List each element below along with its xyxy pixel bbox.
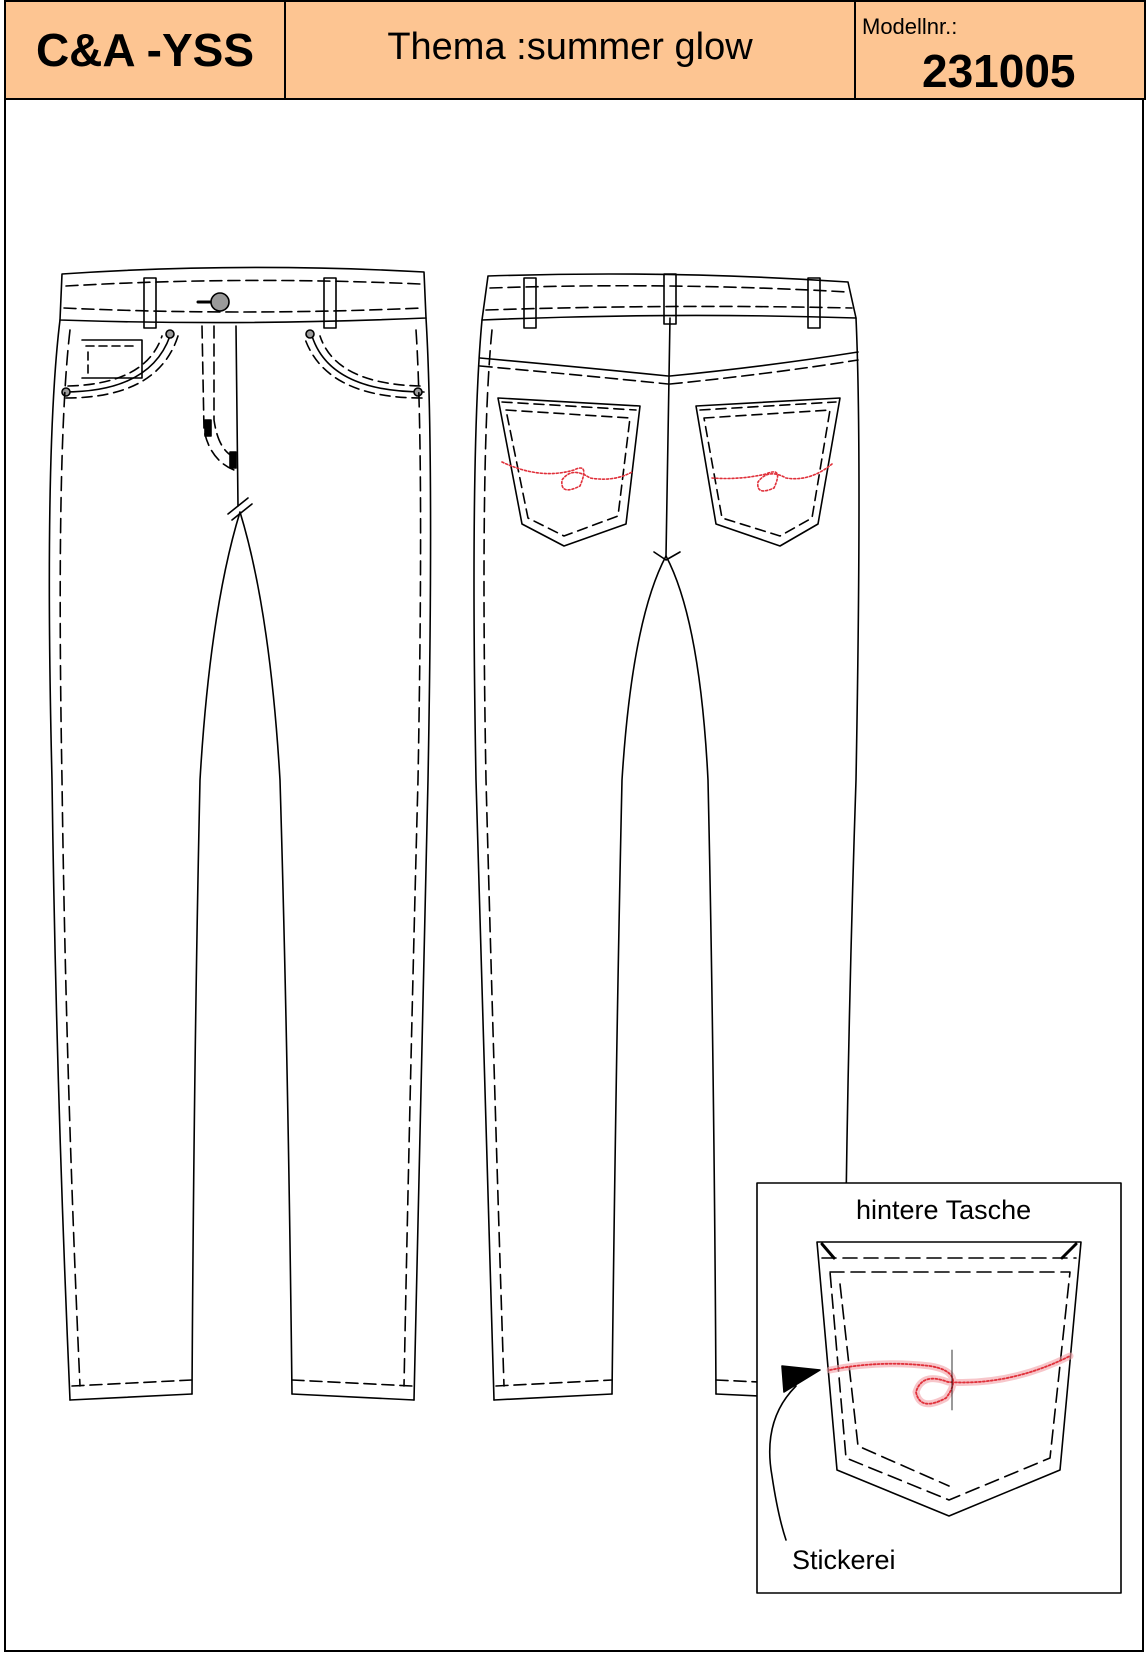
front-waistband: [59, 266, 427, 324]
front-bartack-2: [229, 451, 237, 469]
front-hem-right: [291, 1393, 415, 1401]
back-yoke-left: [479, 357, 669, 377]
callout-arrowhead: [781, 1365, 821, 1393]
front-side-stitch-right: [403, 329, 422, 1387]
back-pocket-left-embroidery: [501, 461, 633, 491]
front-belt-loop-left: [143, 277, 157, 329]
model-number: 231005: [922, 45, 1076, 97]
back-pocket-right-stitch: [699, 401, 837, 537]
back-center-mark: [653, 551, 681, 561]
front-fly-stitch-inner: [213, 325, 233, 457]
embroidery-callout-label: Stickerei: [792, 1545, 896, 1575]
back-side-stitch-left: [483, 329, 505, 1387]
inset-pocket-outline: [816, 1241, 1082, 1517]
front-rivet-4: [413, 387, 423, 397]
pocket-detail-inset: [756, 1182, 1122, 1594]
inset-pocket-stitch: [829, 1271, 1071, 1501]
front-pocket-left: [63, 335, 171, 393]
theme-cell: Thema :summer glow: [284, 0, 856, 100]
front-rivet-2: [305, 329, 315, 339]
back-belt-loop-right: [807, 277, 821, 329]
front-belt-loop-right: [323, 277, 337, 329]
back-pocket-left-stitch: [501, 401, 637, 537]
front-coin-pocket: [81, 339, 143, 379]
front-inseam: [191, 511, 293, 1395]
front-pocket-right: [311, 335, 425, 393]
inset-title: hintere Tasche: [856, 1195, 1032, 1225]
inset-frame: [756, 1182, 1122, 1594]
jeans-front-view: [48, 266, 432, 1401]
front-rivet-3: [61, 387, 71, 397]
back-pocket-right: [695, 397, 841, 547]
theme-label: Thema :summer glow: [387, 25, 753, 68]
inset-pocket-stitch-inner: [839, 1283, 950, 1487]
front-outer-left-leg: [48, 319, 71, 1401]
front-crotch-mark: [227, 497, 253, 521]
front-side-stitch-left: [59, 329, 81, 1387]
back-waistband-stitch: [485, 284, 853, 311]
callout-leader-line: [769, 1385, 797, 1541]
brand-cell: C&A -YSS: [4, 0, 286, 100]
back-yoke-right: [669, 351, 859, 377]
front-waistband-stitch: [63, 279, 423, 313]
back-waistband: [481, 273, 857, 321]
back-yoke-stitch: [479, 359, 859, 385]
model-cell: Modellnr.: 231005: [854, 0, 1146, 100]
inset-embroidery-stitch: [829, 1355, 1071, 1405]
header-bar: C&A -YSS Thema :summer glow Modellnr.: 2…: [4, 0, 1148, 100]
back-hem-left: [493, 1393, 613, 1401]
front-coin-pocket-stitch: [85, 345, 139, 377]
front-pocket-left-stitch: [65, 335, 179, 399]
front-button: [210, 292, 230, 312]
back-inseam: [611, 555, 717, 1395]
inset-bartack-right: [1060, 1242, 1078, 1260]
back-belt-loop-center: [663, 273, 677, 325]
front-hem-left: [69, 1393, 193, 1401]
front-fly: [235, 325, 239, 507]
inset-bartack-left: [820, 1242, 836, 1260]
back-pocket-left: [497, 397, 641, 547]
front-pocket-right-stitch: [303, 335, 423, 399]
front-rivet-1: [165, 329, 175, 339]
back-center-seam: [665, 317, 671, 557]
front-hem-stitch: [71, 1379, 413, 1387]
front-outer-right-leg: [413, 317, 432, 1401]
front-bartack-1: [204, 419, 212, 437]
back-outer-left-leg: [473, 319, 495, 1401]
brand-label: C&A -YSS: [35, 24, 255, 76]
front-fly-stitch: [201, 325, 235, 471]
model-number-label: Modellnr.:: [862, 14, 958, 39]
back-pocket-right-embroidery: [711, 463, 833, 492]
back-belt-loop-left: [523, 277, 537, 329]
